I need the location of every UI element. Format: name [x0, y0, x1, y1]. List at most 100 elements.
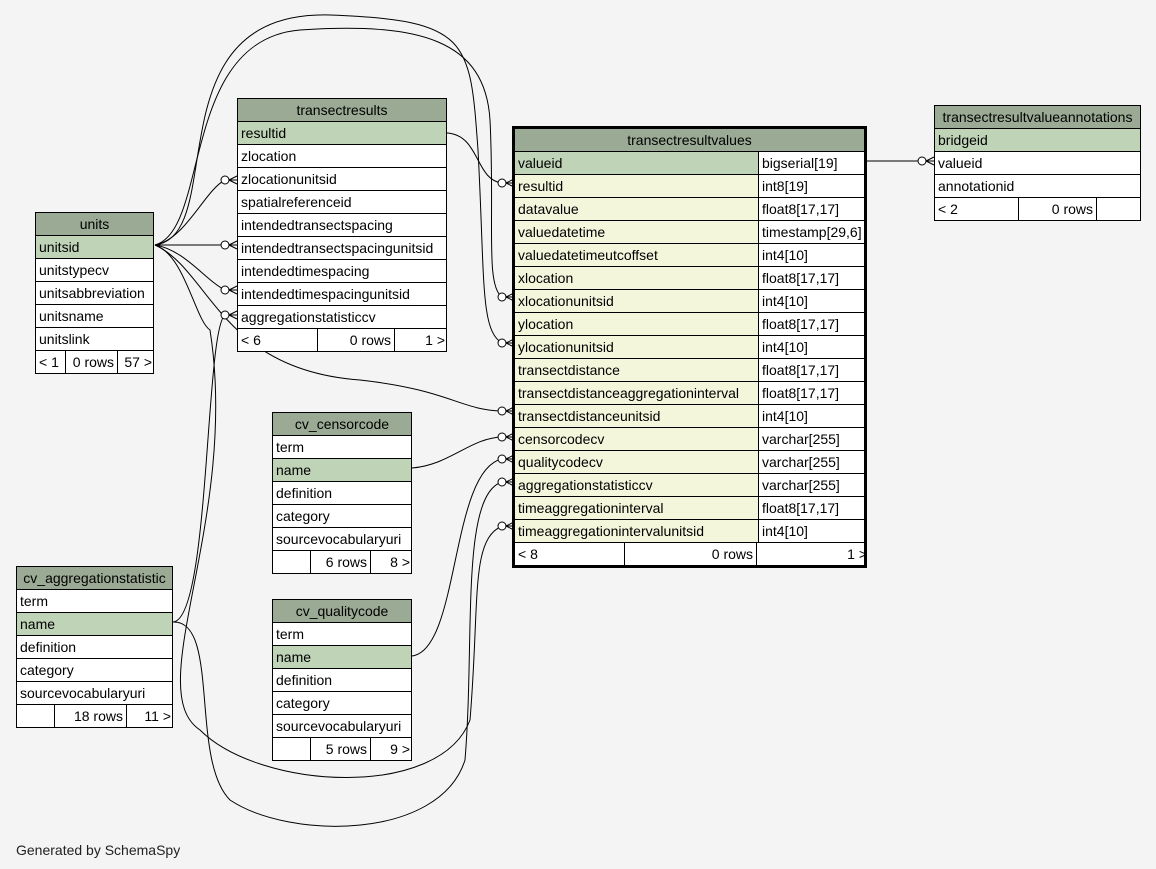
- column-row-unitstypecv[interactable]: unitstypecv: [36, 259, 153, 282]
- column-name: sourcevocabularyuri: [276, 718, 402, 734]
- column-name: category: [276, 695, 330, 711]
- column-row-category[interactable]: category: [17, 659, 172, 682]
- column-row-name[interactable]: name: [273, 459, 411, 482]
- column-row-name[interactable]: name: [17, 613, 172, 636]
- column-row-intendedtimespacingunitsid[interactable]: intendedtimespacingunitsid: [238, 283, 446, 306]
- column-name: aggregationstatisticcv: [518, 477, 653, 493]
- column-type: float8[17,17]: [758, 267, 864, 289]
- column-row-unitsname[interactable]: unitsname: [36, 305, 153, 328]
- column-row-definition[interactable]: definition: [17, 636, 172, 659]
- column-name: category: [20, 662, 74, 678]
- column-name: category: [276, 508, 330, 524]
- column-row-definition[interactable]: definition: [273, 669, 411, 692]
- column-row-term[interactable]: term: [273, 623, 411, 646]
- column-row-intendedtransectspacingunitsid[interactable]: intendedtransectspacingunitsid: [238, 237, 446, 260]
- column-name: sourcevocabularyuri: [20, 685, 146, 701]
- parents-count[interactable]: [273, 738, 311, 760]
- column-name: zlocation: [241, 148, 297, 164]
- column-row-sourcevocabularyuri[interactable]: sourcevocabularyuri: [273, 528, 411, 551]
- column-type: int4[10]: [758, 244, 864, 266]
- parents-count[interactable]: [17, 705, 55, 727]
- column-name: xlocationunitsid: [518, 293, 614, 309]
- table-transectresults[interactable]: transectresults resultid zlocation zlocati…: [237, 98, 447, 352]
- parents-count[interactable]: < 2: [935, 198, 1019, 220]
- column-row-sourcevocabularyuri[interactable]: sourcevocabularyuri: [273, 715, 411, 738]
- children-count[interactable]: 57 >: [124, 354, 152, 370]
- column-row-aggregationstatisticcv[interactable]: aggregationstatisticcv: [238, 306, 446, 329]
- column-row-valuedatetimeutcoffset[interactable]: valuedatetimeutcoffset int4[10]: [515, 244, 864, 267]
- column-row-unitslink[interactable]: unitslink: [36, 328, 153, 351]
- column-row-zlocationunitsid[interactable]: zlocationunitsid: [238, 168, 446, 191]
- column-row-annotationid[interactable]: annotationid: [935, 175, 1140, 198]
- column-row-valueid[interactable]: valueid: [935, 152, 1140, 175]
- column-name: intendedtransectspacingunitsid: [241, 240, 434, 256]
- column-row-intendedtransectspacing[interactable]: intendedtransectspacing: [238, 214, 446, 237]
- column-row-unitsabbreviation[interactable]: unitsabbreviation: [36, 282, 153, 305]
- crows-foot-marker: [228, 175, 238, 185]
- column-name: datavalue: [518, 201, 579, 217]
- children-count[interactable]: 1 >: [425, 332, 445, 348]
- parents-count[interactable]: [273, 551, 311, 573]
- zero-marker: [220, 310, 230, 320]
- children-count[interactable]: [1097, 198, 1142, 220]
- column-name: ylocationunitsid: [518, 339, 614, 355]
- table-title: cv_qualitycode: [273, 600, 411, 623]
- column-row-term[interactable]: term: [17, 590, 172, 613]
- table-footer: < 1 0 rows 57 >: [36, 351, 153, 373]
- parents-count[interactable]: < 1: [36, 351, 66, 373]
- column-name: unitsabbreviation: [39, 285, 145, 301]
- column-name: transectdistanceunitsid: [518, 408, 661, 424]
- table-title: transectresults: [238, 99, 446, 122]
- column-row-category[interactable]: category: [273, 505, 411, 528]
- relationship-line: [154, 14, 503, 344]
- column-name: valuedatetimeutcoffset: [518, 247, 658, 263]
- children-count[interactable]: 8 >: [390, 554, 410, 570]
- table-title: transectresultvalueannotations: [935, 106, 1140, 129]
- zero-marker: [497, 292, 507, 302]
- zero-marker: [220, 175, 230, 185]
- column-row-sourcevocabularyuri[interactable]: sourcevocabularyuri: [17, 682, 172, 705]
- column-row-spatialreferenceid[interactable]: spatialreferenceid: [238, 191, 446, 214]
- column-name: aggregationstatisticcv: [241, 309, 376, 325]
- column-name: name: [276, 462, 312, 478]
- column-row-resultid[interactable]: resultid: [238, 122, 446, 145]
- children-count[interactable]: 9 >: [390, 741, 410, 757]
- column-row-name[interactable]: name: [273, 646, 411, 669]
- column-row-category[interactable]: category: [273, 692, 411, 715]
- children-count[interactable]: 1 >: [847, 546, 867, 562]
- parents-count[interactable]: < 6: [238, 329, 318, 351]
- column-name: zlocationunitsid: [241, 171, 337, 187]
- parents-count[interactable]: < 8: [515, 543, 625, 565]
- column-row-zlocation[interactable]: zlocation: [238, 145, 446, 168]
- column-row-bridgeid[interactable]: bridgeid: [935, 129, 1140, 152]
- column-row-term[interactable]: term: [273, 436, 411, 459]
- column-row-definition[interactable]: definition: [273, 482, 411, 505]
- column-row-unitsid[interactable]: unitsid: [36, 236, 153, 259]
- column-row-intendedtimespacing[interactable]: intendedtimespacing: [238, 260, 446, 283]
- column-name: spatialreferenceid: [241, 194, 352, 210]
- children-count[interactable]: 11 >: [144, 708, 171, 724]
